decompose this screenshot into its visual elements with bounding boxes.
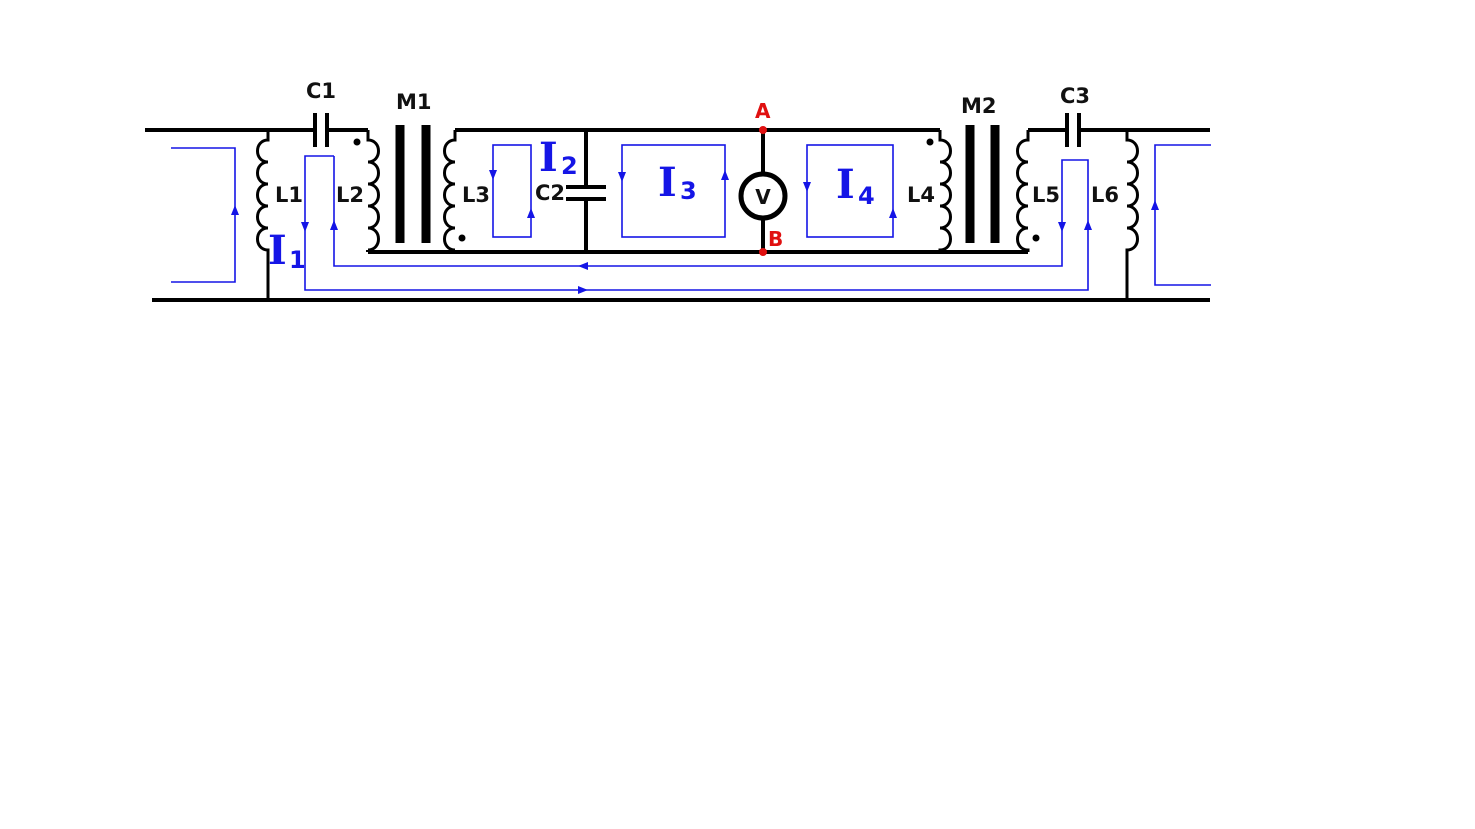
- current-i1-sub: 1: [289, 246, 306, 274]
- label-l6: L6: [1091, 183, 1119, 207]
- label-c3: C3: [1060, 84, 1090, 108]
- label-l4: L4: [907, 183, 935, 207]
- inductor-l4: [938, 130, 952, 252]
- i1-loop: [304, 155, 1089, 291]
- voltmeter-label: V: [755, 185, 771, 209]
- current-i1-symbol: I: [268, 227, 287, 274]
- i3-loop: [621, 144, 726, 238]
- arrow-left-loop: [231, 205, 239, 215]
- label-m2: M2: [961, 94, 997, 118]
- label-l1: L1: [275, 183, 303, 207]
- label-node-b: B: [768, 227, 783, 251]
- current-i2-sub: 2: [561, 152, 578, 180]
- l3-dot: [458, 234, 466, 242]
- right-source-loop: [1154, 144, 1211, 286]
- current-i4-sub: 4: [858, 182, 875, 210]
- inductor-l5: [1016, 130, 1030, 252]
- l2-dot: [353, 138, 361, 146]
- label-c2: C2: [535, 181, 565, 205]
- voltmeter: [738, 171, 788, 221]
- label-c1: C1: [306, 79, 336, 103]
- current-i2-symbol: I: [539, 134, 558, 181]
- i2-loop: [492, 144, 532, 238]
- inductor-l1: [256, 130, 270, 300]
- node-b: [759, 248, 767, 256]
- current-i3-symbol: I: [658, 159, 677, 206]
- label-l5: L5: [1032, 183, 1060, 207]
- label-m1: M1: [396, 90, 432, 114]
- l5-dot: [1032, 234, 1040, 242]
- inductor-l6: [1125, 130, 1139, 300]
- node-a: [759, 126, 767, 134]
- left-source-loop: [171, 147, 236, 283]
- label-l3: L3: [462, 183, 490, 207]
- inductor-l3: [443, 130, 457, 252]
- l4-dot: [926, 138, 934, 146]
- inductor-l2: [366, 130, 380, 252]
- current-i4-symbol: I: [836, 161, 855, 208]
- label-l2: L2: [336, 183, 364, 207]
- arrow-right-loop: [1151, 200, 1159, 210]
- current-i3-sub: 3: [680, 177, 697, 205]
- label-node-a: A: [755, 99, 771, 123]
